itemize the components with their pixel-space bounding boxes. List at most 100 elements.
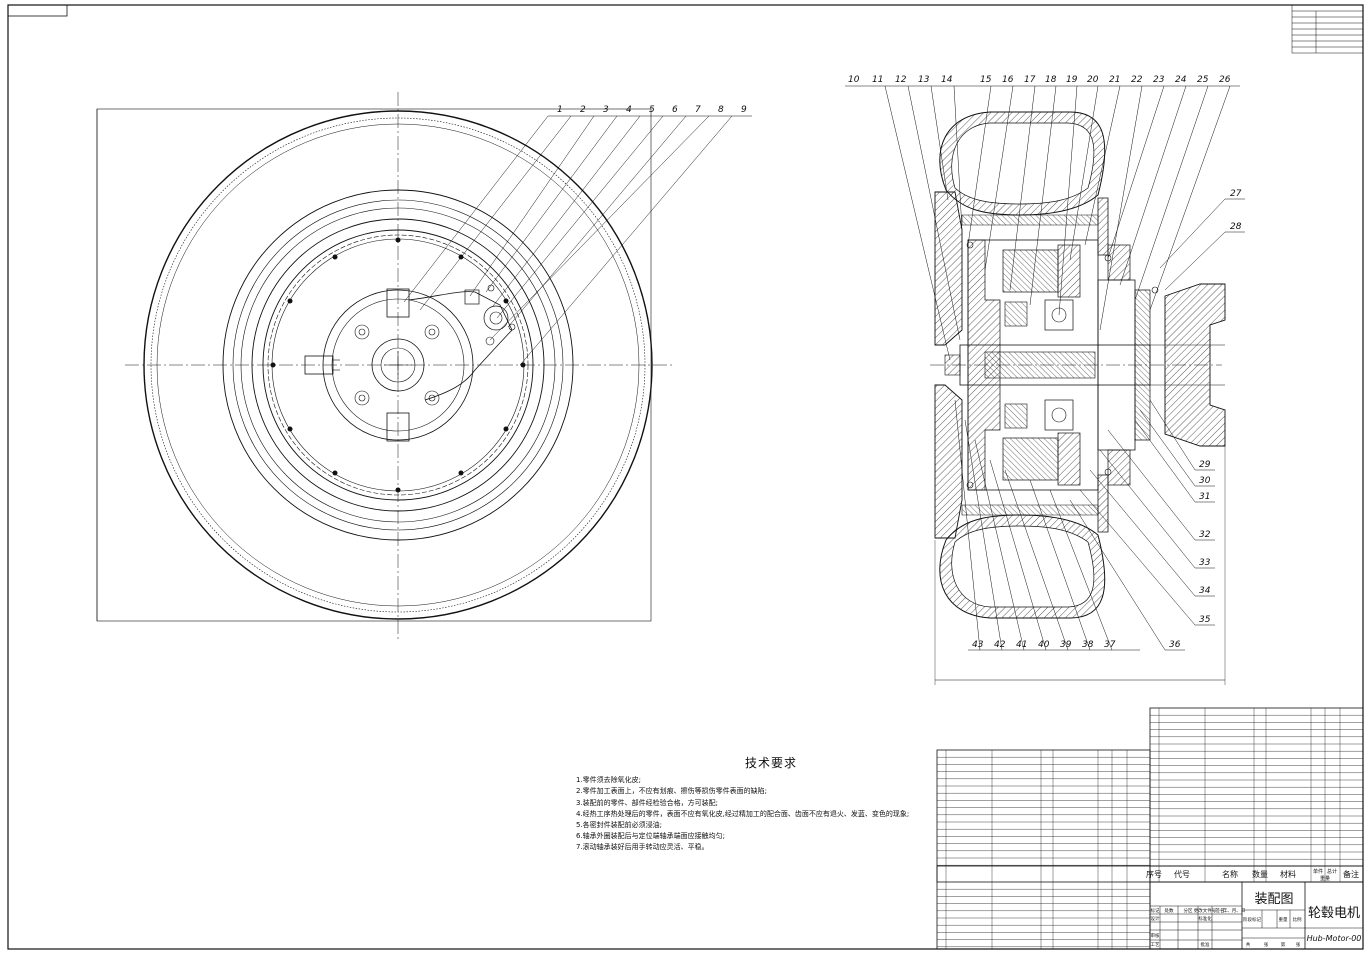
label-standard: 标准化 (1198, 915, 1212, 922)
label-sheet-2: 张 (1296, 941, 1301, 948)
bom-header-total: 总计 (1327, 868, 1337, 875)
leader-label: 43 (972, 640, 984, 650)
leader-label: 35 (1199, 615, 1211, 625)
note-line: 4.经热工序热处理后的零件，表面不应有氧化皮,经过精加工的配合面、齿面不应有退火… (576, 809, 910, 818)
note-line: 6.轴承外圈装配后与定位端轴承端面应接触均匀; (576, 832, 726, 841)
title-block (1149, 881, 1364, 950)
label-date: 年、月、日 (1223, 907, 1246, 914)
section-bottom-leader-labels: 43 42 41 40 39 38 37 (972, 640, 1116, 650)
leader-label: 19 (1066, 75, 1078, 85)
bom-header-material: 材料 (1280, 869, 1296, 879)
section-top-leader-labels: 10 11 12 13 14 15 16 17 18 19 20 21 22 2… (848, 75, 1231, 85)
leader-label: 37 (1104, 640, 1116, 650)
leader-label: 41 (1016, 640, 1027, 650)
label-nth: 第 (1281, 941, 1286, 948)
leader-label: 11 (872, 75, 883, 85)
leader-label: 42 (994, 640, 1006, 650)
top-right-revision-table (1291, 4, 1364, 54)
leader-label: 6 (672, 105, 678, 115)
leader-label: 22 (1131, 75, 1143, 85)
leader-label: 12 (895, 75, 907, 85)
leader-label: 40 (1038, 640, 1050, 650)
leader-label: 15 (980, 75, 992, 85)
drawing-title: 装配图 (1254, 892, 1293, 907)
leader-label: 16 (1002, 75, 1014, 85)
bom-header: 序号 代号 名称 数量 材料 单件 总计 重量 备注 (1146, 868, 1359, 882)
section-right-leaders (1069, 198, 1245, 651)
leader-label: 17 (1024, 75, 1036, 85)
note-line: 3.装配前的零件、部件经检验合格，方可装配; (576, 798, 719, 807)
section-top-leaders (845, 85, 1240, 361)
front-view-leaders (403, 115, 752, 366)
title-block-text: 装配图 轮毂电机 Hub-Motor-00 标记 处数 分区 更改文件号 签名 … (1151, 892, 1362, 948)
leader-label: 27 (1230, 189, 1242, 199)
label-scale: 比例 (1293, 916, 1302, 923)
label-zone: 分区 (1184, 907, 1193, 914)
notes-title: 技术要求 (744, 756, 797, 770)
label-change-doc: 更改文件号 (1194, 907, 1217, 914)
front-view (96, 92, 672, 640)
note-line: 2.零件加工表面上，不应有划痕、擦伤等损伤零件表面的缺陷; (576, 787, 768, 796)
note-line: 7.滚动轴承装好后用手转动应灵活、平稳。 (576, 843, 709, 852)
label-design: 设计 (1151, 915, 1160, 922)
leader-label: 38 (1082, 640, 1094, 650)
label-sheet: 张 (1264, 941, 1269, 948)
bom-header-weight: 重量 (1320, 875, 1330, 882)
leader-label: 7 (695, 105, 701, 115)
leader-label: 9 (741, 105, 747, 115)
bom-header-name: 名称 (1222, 869, 1238, 879)
leader-label: 23 (1153, 75, 1165, 85)
leader-label: 21 (1109, 75, 1120, 85)
label-weight: 重量 (1279, 916, 1288, 923)
leader-label: 3 (603, 105, 609, 115)
label-total: 共 (1246, 941, 1251, 948)
bom-table (936, 707, 1364, 950)
leader-label: 26 (1219, 75, 1231, 85)
leader-label: 14 (941, 75, 953, 85)
label-count: 处数 (1165, 907, 1174, 914)
bom-header-unit: 单件 (1313, 868, 1323, 875)
leader-label: 13 (918, 75, 930, 85)
label-process: 工艺 (1151, 942, 1160, 948)
label-signature: 签名 (1216, 907, 1225, 914)
leader-label: 32 (1199, 530, 1211, 540)
product-name: 轮毂电机 (1308, 906, 1360, 921)
leader-label: 1 (557, 105, 563, 115)
section-right-leader-labels: 27 28 29 30 31 32 33 34 35 36 (1169, 189, 1242, 650)
label-review: 审核 (1151, 932, 1160, 939)
leader-label: 36 (1169, 640, 1181, 650)
front-view-leader-labels: 1 2 3 4 5 6 7 8 9 (557, 105, 747, 115)
leader-label: 10 (848, 75, 860, 85)
leader-label: 20 (1087, 75, 1099, 85)
leader-label: 29 (1199, 460, 1211, 470)
leader-label: 25 (1197, 75, 1209, 85)
bom-header-remark: 备注 (1343, 869, 1359, 879)
section-bottom-leaders (954, 399, 1140, 651)
leader-label: 2 (580, 105, 586, 115)
bom-header-qty: 数量 (1252, 869, 1268, 879)
note-line: 5.各密封件装配前必须浸油; (576, 821, 663, 830)
bom-header-index: 序号 (1146, 869, 1162, 879)
rim-bolts (270, 237, 526, 493)
leader-label: 18 (1045, 75, 1057, 85)
section-view (930, 111, 1226, 685)
leader-label: 28 (1230, 222, 1242, 232)
leader-label: 24 (1175, 75, 1187, 85)
leader-label: 33 (1199, 558, 1211, 568)
drawing-number: Hub-Motor-00 (1307, 934, 1362, 943)
note-line: 1.零件须去除氧化皮; (576, 776, 642, 785)
leader-label: 4 (626, 105, 632, 115)
leader-label: 30 (1199, 476, 1211, 486)
leader-label: 5 (649, 105, 655, 115)
sheet-border (7, 4, 1364, 950)
leader-label: 34 (1199, 586, 1211, 596)
bom-header-code: 代号 (1174, 869, 1190, 879)
label-stage: 阶段标记 (1243, 916, 1261, 923)
leader-label: 8 (718, 105, 724, 115)
label-approve: 批准 (1201, 941, 1210, 948)
leader-label: 31 (1199, 492, 1210, 502)
label-mark: 标记 (1151, 907, 1160, 914)
technical-requirements: 技术要求 1.零件须去除氧化皮; 2.零件加工表面上，不应有划痕、擦伤等损伤零件… (576, 756, 910, 854)
leader-label: 39 (1060, 640, 1072, 650)
